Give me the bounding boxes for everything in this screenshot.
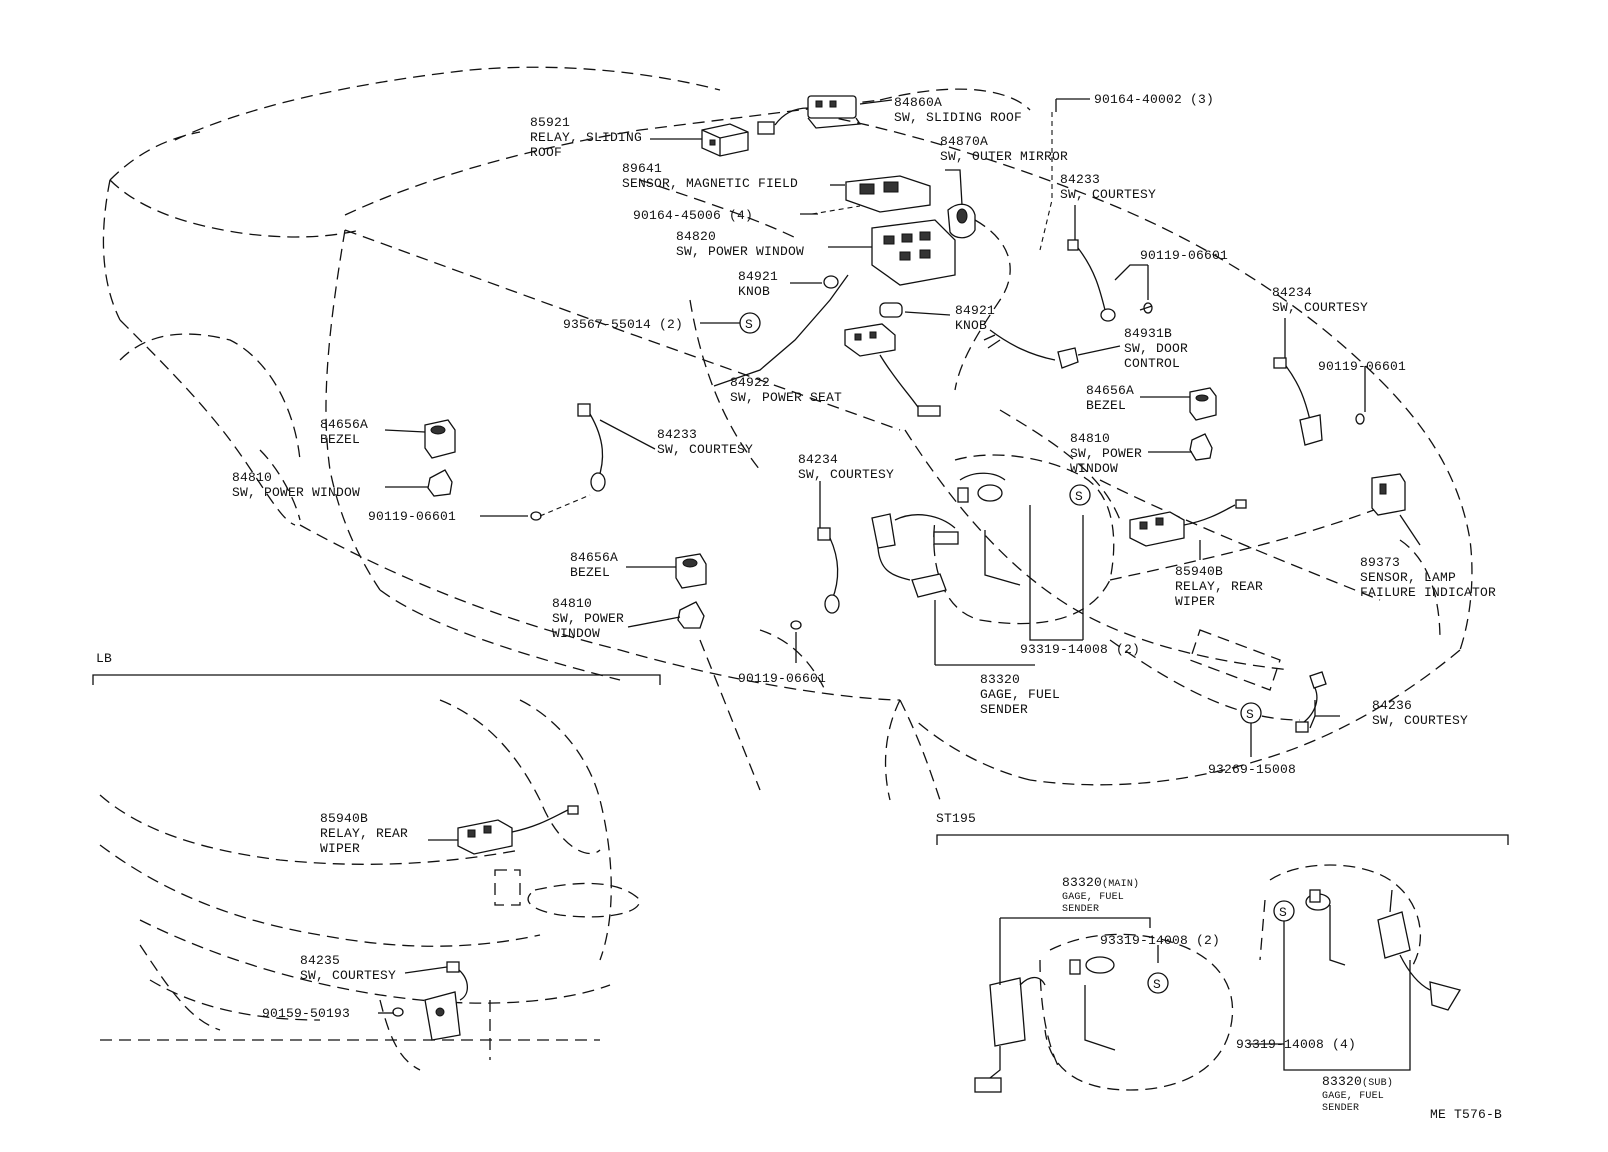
- s-mark-label: S: [1075, 489, 1083, 504]
- label-84656a-right: 84656A BEZEL: [1086, 383, 1142, 413]
- courtesy-switch-icon: [817, 527, 840, 614]
- label-84931b: 84931B SW, DOOR CONTROL: [1124, 326, 1196, 371]
- label-93319-mid: 93319-14008 (2): [1020, 642, 1140, 657]
- s-mark-label: S: [1246, 707, 1254, 722]
- power-window-switch-icon: [427, 469, 453, 497]
- lb-inset: LB: [92, 651, 661, 1071]
- label-84236: 84236 SW, COURTESY: [1372, 698, 1468, 728]
- label-89373: 89373 SENSOR, LAMP FAILURE INDICATOR: [1360, 555, 1496, 600]
- bolt-icon: [392, 1007, 404, 1017]
- footer-code: ME T576-B: [1430, 1107, 1502, 1122]
- label-90119-top: 90119-06601: [1140, 248, 1228, 263]
- label-83320-sub: 83320(SUB) GAGE, FUEL SENDER: [1322, 1074, 1401, 1114]
- courtesy-switch-icon: [1273, 357, 1323, 446]
- label-84656a-left: 84656A BEZEL: [320, 417, 376, 447]
- door-control-switch-icon: [983, 329, 1079, 369]
- power-window-switch-icon: [677, 601, 705, 629]
- label-93319-st4: 93319-14008 (4): [1236, 1037, 1356, 1052]
- knob-icon: [879, 302, 903, 318]
- label-93319-st: 93319-14008 (2): [1100, 933, 1220, 948]
- outer-mirror-switch-icon: [845, 175, 976, 239]
- label-89641: 89641 SENSOR, MAGNETIC FIELD: [622, 161, 798, 191]
- label-85921: 85921 RELAY, SLIDING ROOF: [530, 115, 650, 160]
- label-lb-85940b: 85940B RELAY, REAR WIPER: [320, 811, 416, 856]
- label-90164-45006: 90164-45006 (4): [633, 208, 753, 223]
- label-90164-40002: 90164-40002 (3): [1094, 92, 1214, 107]
- label-84810-right: 84810 SW, POWER WINDOW: [1070, 431, 1150, 476]
- power-seat-switch-icon: [844, 323, 941, 417]
- s-mark-label: S: [745, 317, 753, 332]
- label-84921-b: 84921 KNOB: [955, 303, 1003, 333]
- courtesy-switch-icon: [577, 403, 606, 492]
- power-window-master-switch-icon: [871, 219, 956, 286]
- s-mark-icon: [1069, 484, 1091, 506]
- bolt-icon: [790, 620, 802, 630]
- courtesy-switch-icon: [1295, 671, 1327, 733]
- power-window-switch-icon: [1189, 433, 1213, 461]
- label-93567: 93567-55014 (2): [563, 317, 683, 332]
- label-84922: 84922 SW, POWER SEAT: [730, 375, 842, 405]
- sliding-roof-switch-icon: [757, 95, 862, 135]
- bezel-icon: [675, 553, 707, 589]
- fuel-gage-sender-sub-icon: [1305, 889, 1462, 1011]
- bolt-icon: [1139, 302, 1153, 314]
- lb-section-title: LB: [96, 651, 112, 666]
- courtesy-switch-icon: [1067, 239, 1116, 322]
- label-83320-main: 83320(MAIN) GAGE, FUEL SENDER: [1062, 875, 1147, 915]
- bezel-icon: [1189, 387, 1217, 421]
- label-83320: 83320 GAGE, FUEL SENDER: [980, 672, 1068, 717]
- s-marks: S S S S S: [739, 312, 1295, 994]
- label-90119-low: 90119-06601: [738, 671, 826, 686]
- label-85940b: 85940B RELAY, REAR WIPER: [1175, 564, 1271, 609]
- fuel-gage-sender-main-icon: [974, 956, 1116, 1093]
- s-mark-label: S: [1153, 977, 1161, 992]
- label-84810-low: 84810 SW, POWER WINDOW: [552, 596, 632, 641]
- s-mark-label: S: [1279, 905, 1287, 920]
- bolt-icon: [1355, 413, 1365, 425]
- knob-icon: [823, 275, 839, 289]
- label-84235: 84235 SW, COURTESY: [300, 953, 396, 983]
- lamp-failure-sensor-icon: [1371, 473, 1406, 516]
- label-84233-mid: 84233 SW, COURTESY: [657, 427, 753, 457]
- parts: [392, 95, 1462, 1093]
- sliding-roof-relay-icon: [701, 123, 749, 157]
- car-body-outline: [102, 66, 1473, 801]
- label-84656a-low: 84656A BEZEL: [570, 550, 626, 580]
- label-90119-right: 90119-06601: [1318, 359, 1406, 374]
- callouts: 85921 RELAY, SLIDING ROOF 84860A SW, SLI…: [232, 92, 1502, 1122]
- courtesy-switch-icon: [424, 961, 469, 1041]
- bezel-icon: [424, 419, 456, 459]
- rear-wiper-relay-icon: [457, 805, 579, 855]
- st195-inset: ST195: [936, 811, 1509, 1091]
- label-84810-left: 84810 SW, POWER WINDOW: [232, 470, 360, 500]
- label-93269: 93269-15008: [1208, 762, 1296, 777]
- label-84870a: 84870A SW, OUTER MIRROR: [940, 134, 1068, 164]
- s-mark-icon: [1147, 972, 1169, 994]
- label-90159: 90159-50193: [262, 1006, 350, 1021]
- bolt-icon: [530, 511, 542, 521]
- label-84234-mid: 84234 SW, COURTESY: [798, 452, 894, 482]
- label-84820: 84820 SW, POWER WINDOW: [676, 229, 804, 259]
- label-90119-left: 90119-06601: [368, 509, 456, 524]
- st-section-title: ST195: [936, 811, 976, 826]
- label-84860a: 84860A SW, SLIDING ROOF: [894, 95, 1022, 125]
- label-84233-top: 84233 SW, COURTESY: [1060, 172, 1156, 202]
- leader-lines: [378, 98, 1421, 1071]
- label-84234-right: 84234 SW, COURTESY: [1272, 285, 1368, 315]
- fuel-gage-sender-icon: [871, 472, 1021, 598]
- rear-wiper-relay-icon: [1129, 499, 1247, 547]
- label-84921-a: 84921 KNOB: [738, 269, 786, 299]
